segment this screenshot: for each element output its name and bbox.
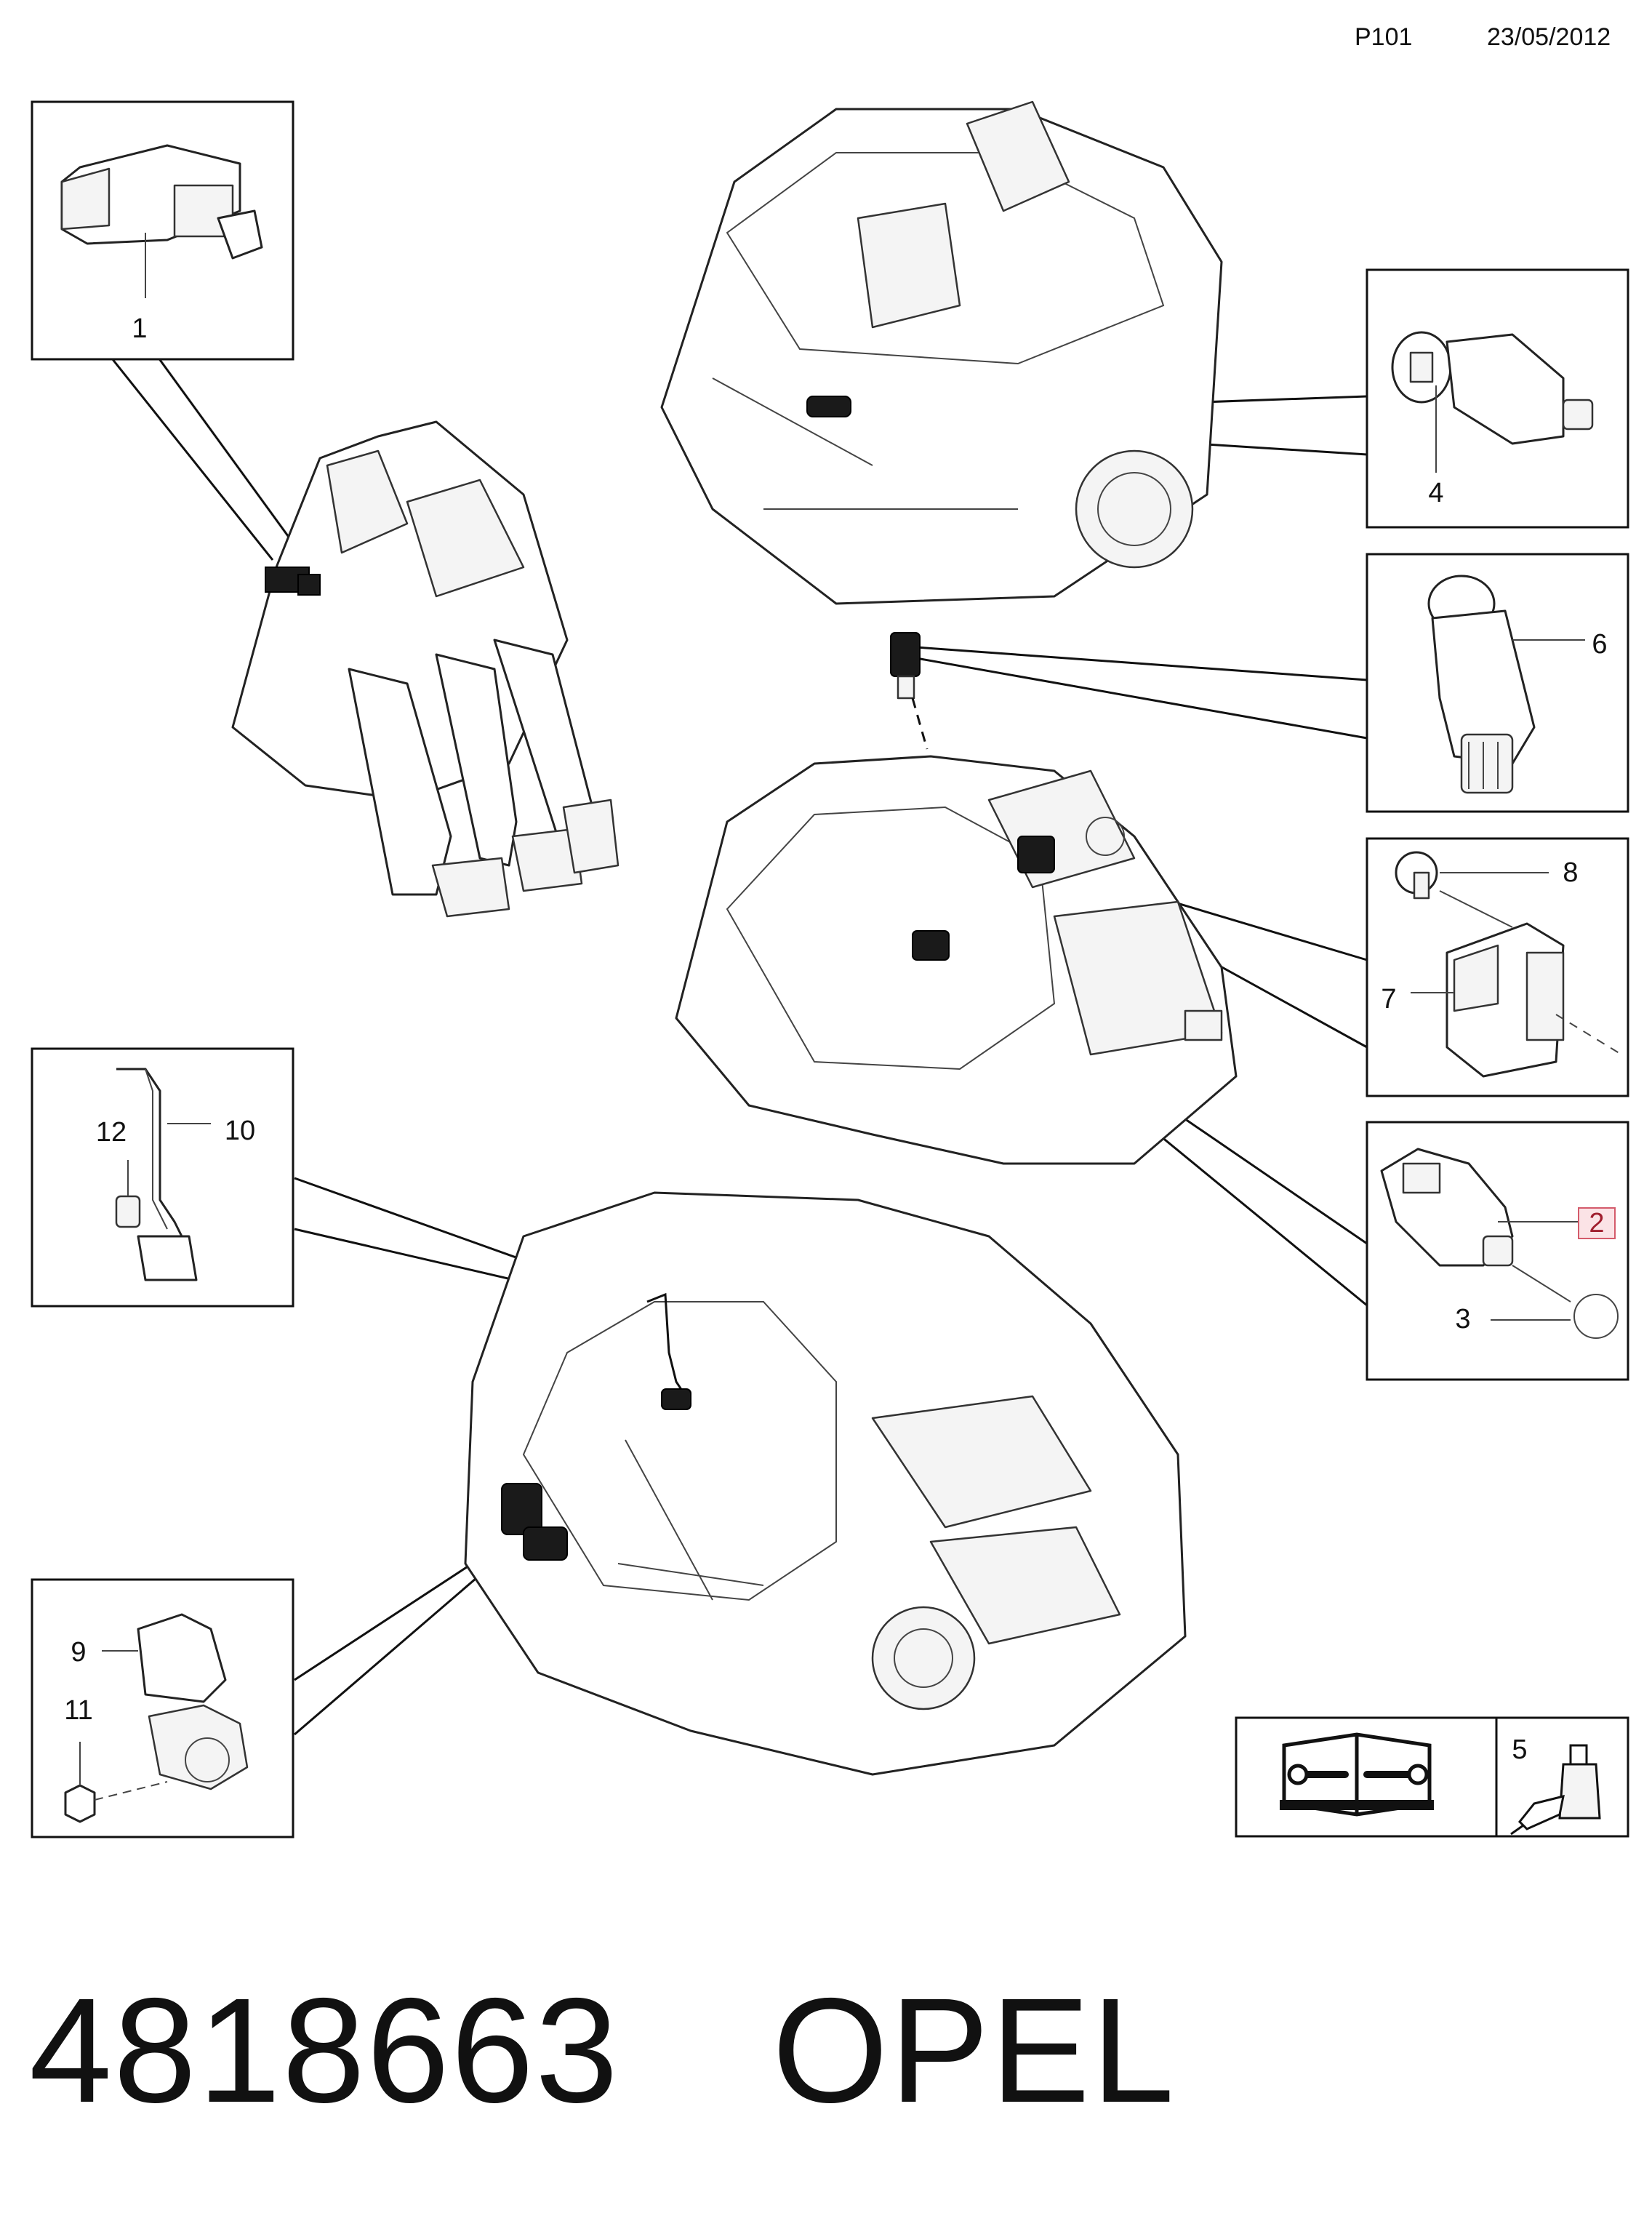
intermediate-sensor	[890, 632, 929, 750]
part-number: 4818663	[29, 1967, 620, 2134]
callout-3[interactable]: 3	[1455, 1304, 1471, 1334]
callout-8[interactable]: 8	[1563, 857, 1579, 888]
lower-automatic-transmission	[464, 1191, 1187, 1776]
callout-1[interactable]: 1	[132, 313, 148, 344]
sealant-tube-icon	[1510, 1744, 1601, 1836]
upper-manual-transmission	[660, 100, 1223, 605]
callout-12[interactable]: 12	[95, 1117, 127, 1148]
callout-9[interactable]: 9	[71, 1637, 87, 1668]
sensor-parts-2-3	[1380, 1148, 1619, 1339]
callout-5[interactable]: 5	[1512, 1734, 1528, 1765]
callout-6[interactable]: 6	[1592, 629, 1608, 660]
callout-2[interactable]: 2	[1578, 1207, 1616, 1239]
callout-11[interactable]: 11	[64, 1695, 93, 1726]
speed-sensor-part-6	[1427, 575, 1585, 794]
callout-10[interactable]: 10	[224, 1116, 256, 1146]
page-date: 23/05/2012	[1487, 23, 1611, 51]
callout-7[interactable]: 7	[1381, 984, 1397, 1015]
pedal-assembly	[231, 420, 620, 918]
page-code: P101	[1355, 23, 1413, 51]
footer-title: 4818663 OPEL	[29, 1964, 1176, 2138]
callout-4[interactable]: 4	[1428, 478, 1444, 508]
pressure-switch-part-4	[1391, 331, 1594, 473]
pedal-switch-part	[60, 144, 263, 298]
repair-manual-wrench-icon	[1280, 1732, 1434, 1817]
wiring-bracket-parts-10-12	[115, 1068, 211, 1281]
brand-name: OPEL	[772, 1967, 1176, 2134]
position-sensor-parts-9-11	[64, 1613, 249, 1823]
sensor-parts-7-8	[1395, 851, 1622, 1078]
middle-manual-transmission	[675, 755, 1238, 1165]
